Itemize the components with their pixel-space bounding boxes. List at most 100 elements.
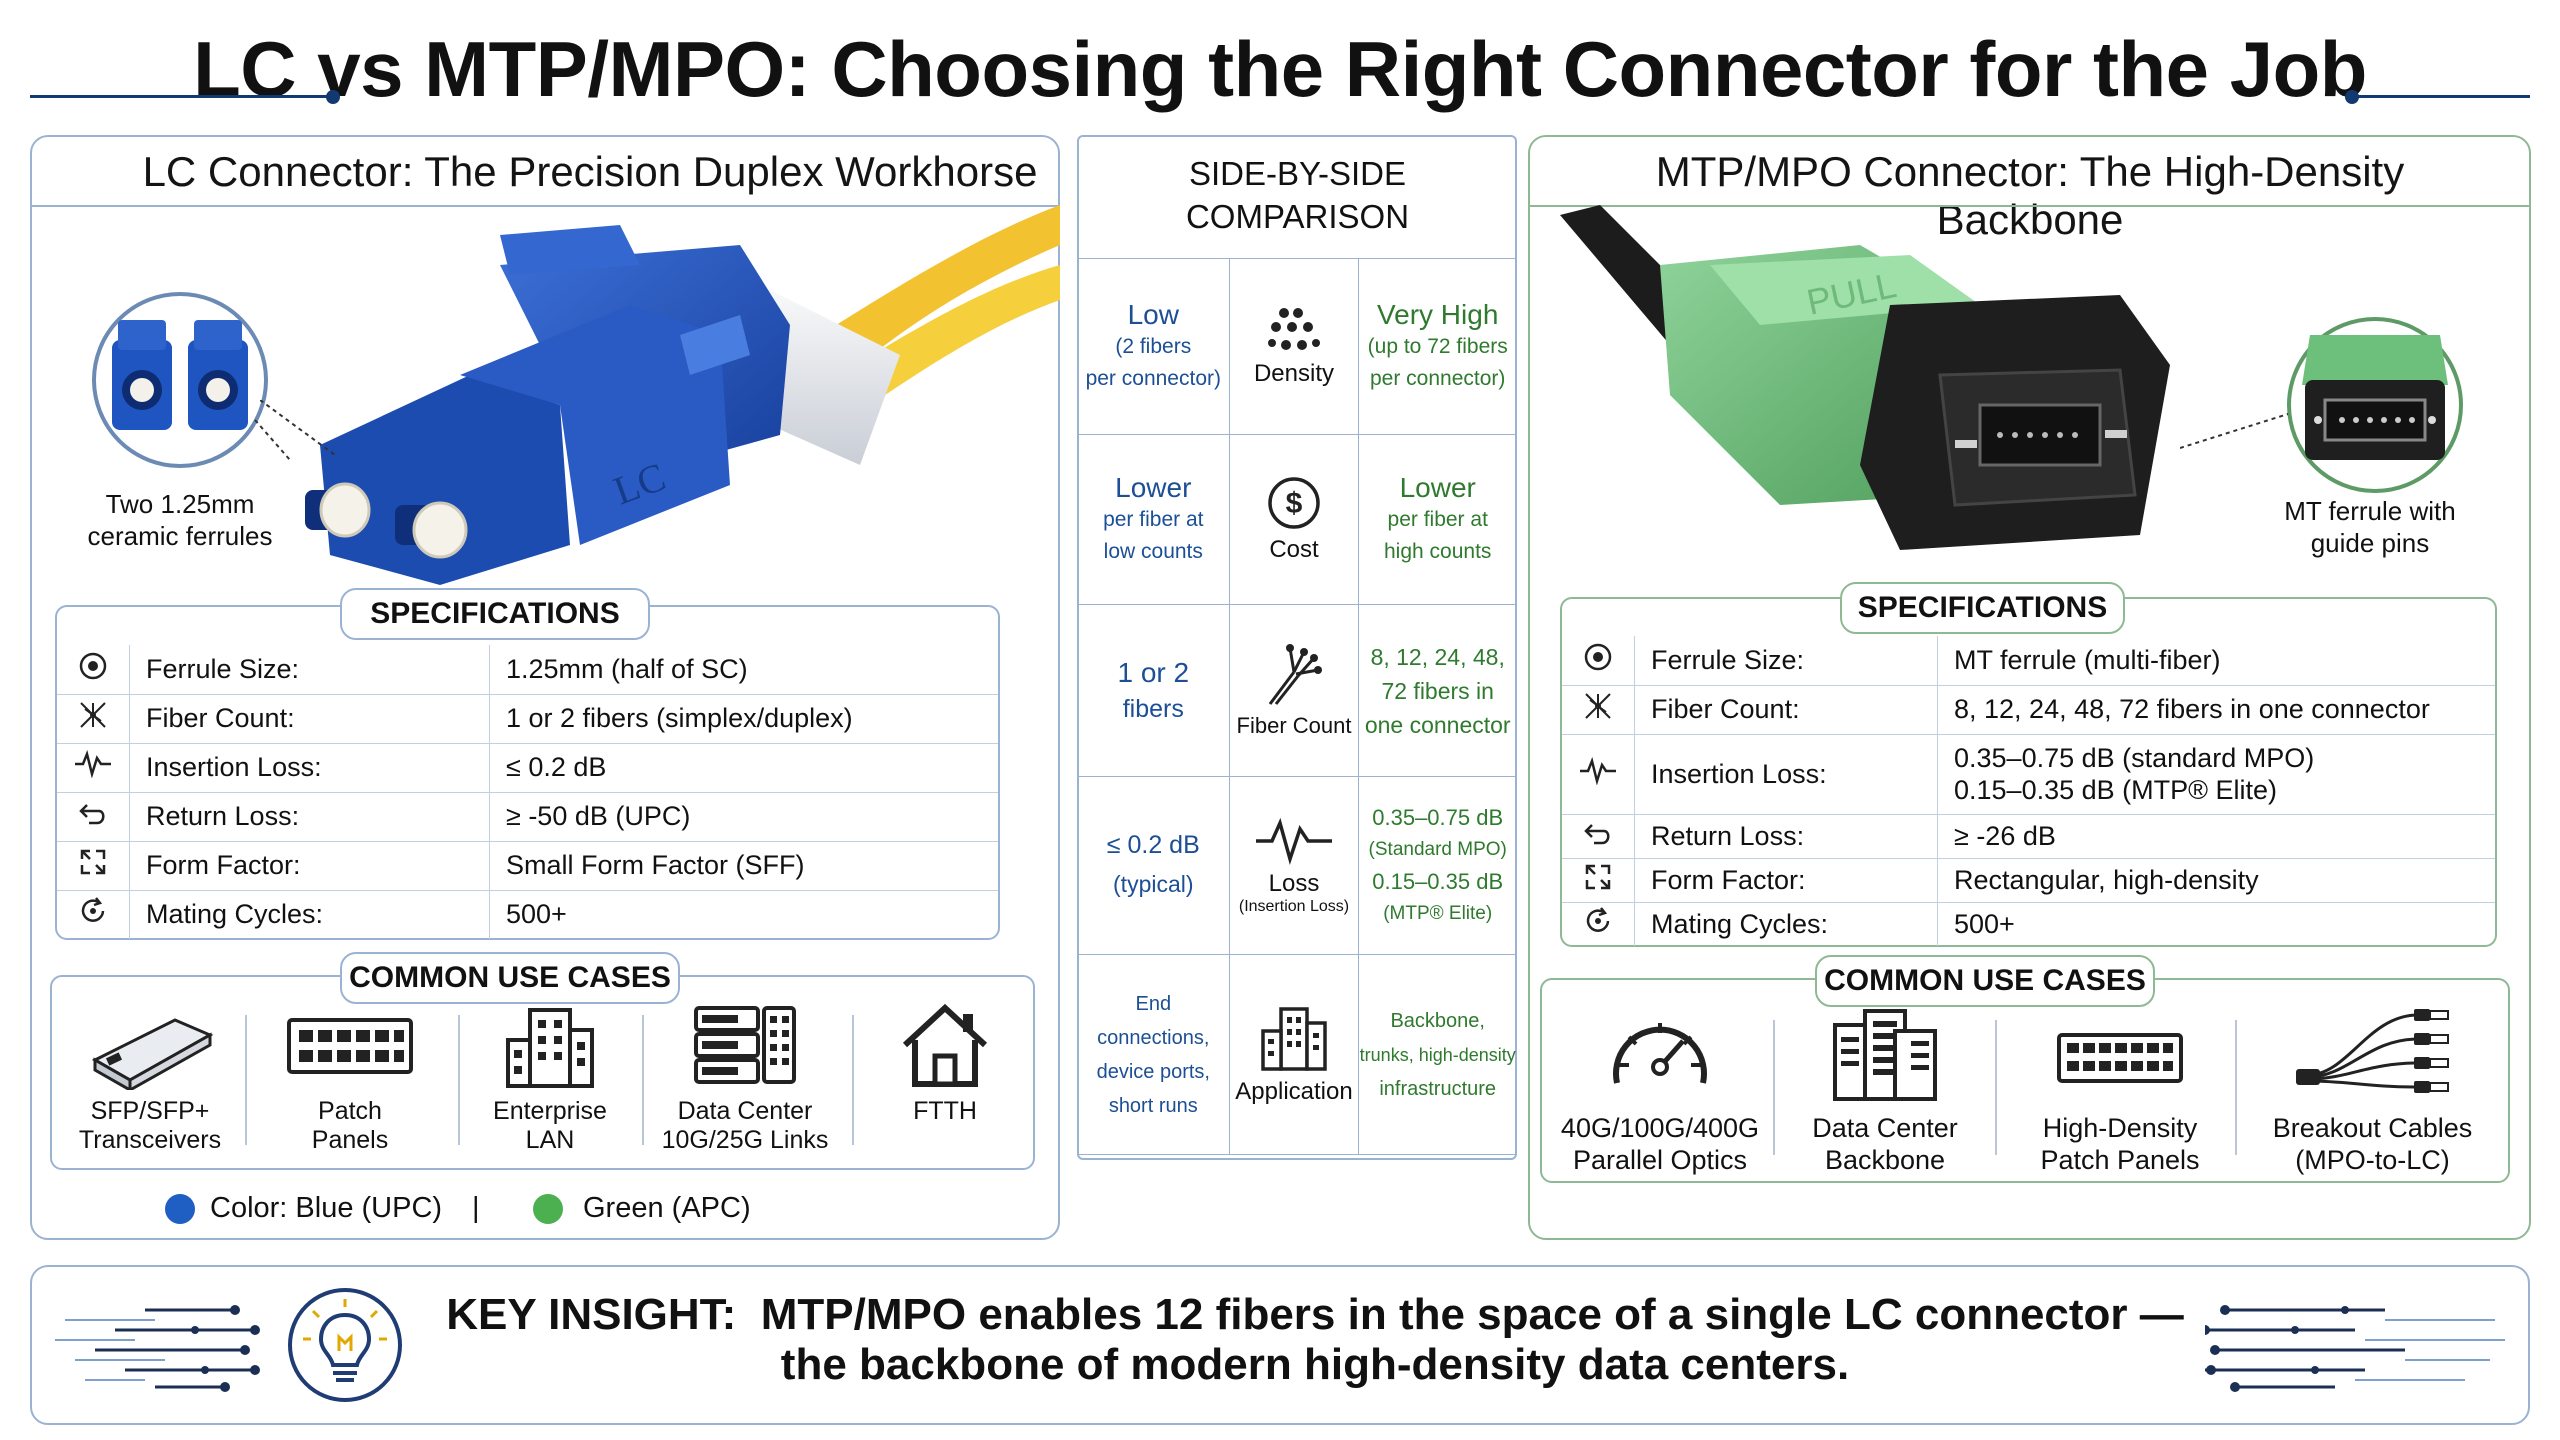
comparison-row: 1 or 2 fibers Fiber Count 8, 12, 24, 48,…: [1077, 604, 1517, 777]
table-row: Ferrule Size: 1.25mm (half of SC): [57, 645, 998, 695]
comparison-mtp-main: Lower: [1399, 471, 1476, 503]
table-row: Ferrule Size: MT ferrule (multi-fiber): [1562, 636, 2495, 686]
comparison-lc-main: Low: [1127, 298, 1179, 330]
comparison-lc-cell: Low (2 fibers per connector): [1077, 258, 1230, 435]
use-case-breakout: Breakout Cables (MPO-to-LC): [2245, 1005, 2500, 1176]
comparison-metric-cell: Loss (Insertion Loss): [1228, 776, 1360, 955]
use-case-hd-panels: High-Density Patch Panels: [2005, 1005, 2235, 1176]
mtp-inset-caption-line2: guide pins: [2310, 528, 2430, 558]
comparison-mtp-sub: (up to 72 fibers: [1367, 334, 1508, 358]
comparison-lc-cell: End connections, device ports, short run…: [1077, 954, 1230, 1155]
mtp-specs-table: Ferrule Size: MT ferrule (multi-fiber) F…: [1562, 636, 2495, 946]
lc-inset-caption: Two 1.25mm ceramic ferrules: [70, 488, 290, 552]
comparison-mtp-sub: (Standard MPO): [1368, 838, 1507, 860]
title-rule-right: [2355, 95, 2530, 98]
comparison-mtp-sub: 0.15–0.35 dB: [1372, 868, 1504, 894]
lc-uses-title: COMMON USE CASES: [340, 952, 680, 1004]
spec-value: MT ferrule (multi-fiber): [1937, 636, 2495, 686]
house-icon: [902, 1003, 988, 1087]
mtp-inset-caption: MT ferrule with guide pins: [2250, 495, 2490, 559]
use-case-enterprise-lan: Enterprise LAN: [460, 1000, 640, 1155]
use-divider: [2235, 1020, 2237, 1155]
spec-label: Return Loss:: [129, 792, 490, 842]
comparison-mtp-sub: one connector: [1364, 711, 1511, 738]
use-case-parallel-optics: 40G/100G/400G Parallel Optics: [1550, 1005, 1770, 1176]
spec-value: 1 or 2 fibers (simplex/duplex): [489, 694, 998, 744]
comparison-metric-label: Fiber Count: [1236, 713, 1352, 738]
title-rule-left-dot: [326, 90, 340, 104]
comparison-mtp-cell: Lower per fiber at high counts: [1358, 434, 1517, 605]
hd-panel-icon: [2057, 1033, 2183, 1083]
comparison-metric-label: Application: [1235, 1078, 1353, 1105]
use-case-label-1: Patch: [318, 1097, 382, 1125]
table-row: Insertion Loss: 0.35–0.75 dB (standard M…: [1562, 734, 2495, 815]
circuit-decoration-left: [55, 1305, 260, 1392]
mtp-inset-caption-line1: MT ferrule with: [2284, 496, 2456, 526]
spec-value-cell: 0.35–0.75 dB (standard MPO) 0.15–0.35 dB…: [1937, 734, 2495, 815]
lightbulb-icon: [288, 1288, 402, 1402]
gauge-icon: [1613, 1023, 1707, 1084]
comparison-heading: SIDE-BY-SIDE COMPARISON: [1080, 152, 1515, 238]
use-divider: [642, 1015, 644, 1145]
waveform-icon: [57, 743, 130, 793]
spec-value: Small Form Factor (SFF): [489, 841, 998, 891]
lc-heading-rule: [32, 205, 1058, 207]
transceiver-icon: [91, 1018, 214, 1093]
page-title: LC vs MTP/MPO: Choosing the Right Connec…: [193, 25, 2367, 113]
comparison-lc-cell: 1 or 2 fibers: [1077, 604, 1230, 777]
comparison-mtp-cell: Very High (up to 72 fibers per connector…: [1358, 258, 1517, 435]
comparison-metric-sublabel: (Insertion Loss): [1238, 898, 1350, 915]
key-insight-banner: [30, 1265, 2530, 1425]
spec-value: ≥ -50 dB (UPC): [489, 792, 998, 842]
comparison-lc-sub: (2 fibers: [1115, 334, 1192, 358]
spec-value: ≤ 0.2 dB: [489, 743, 998, 793]
expand-icon: [1562, 858, 1635, 903]
fiber-count-icon: [1268, 644, 1322, 705]
comparison-metric-label: Density: [1253, 360, 1334, 387]
key-insight-line2: the backbone of modern high-density data…: [780, 1340, 1850, 1389]
comparison-mtp-sub: per connector): [1370, 366, 1506, 390]
use-case-label-1: Breakout Cables: [2272, 1113, 2473, 1143]
spec-label: Form Factor:: [1634, 858, 1938, 903]
use-case-label-2: (MPO-to-LC): [2295, 1145, 2450, 1175]
use-case-label-2: Transceivers: [78, 1126, 222, 1154]
comparison-heading-line2: COMPARISON: [1185, 198, 1410, 235]
lc-heading: LC Connector: The Precision Duplex Workh…: [142, 148, 1038, 195]
lc-inset-caption-line1: Two 1.25mm: [105, 489, 255, 519]
comparison-lc-sub: per fiber at: [1103, 507, 1204, 531]
mtp-heading-rule: [1530, 205, 2529, 207]
comparison-lc-sub: End connections,: [1097, 992, 1210, 1049]
title-rule-right-dot: [2345, 90, 2359, 104]
use-divider: [458, 1015, 460, 1145]
use-divider: [852, 1015, 854, 1145]
use-case-label-1: Data Center: [677, 1097, 813, 1125]
comparison-lc-sub: short runs: [1108, 1094, 1198, 1117]
use-case-label-1: High-Density: [2042, 1113, 2198, 1143]
fiber-bundle-icon: [57, 694, 130, 744]
spec-label: Ferrule Size:: [1634, 636, 1938, 686]
table-row: Mating Cycles: 500+: [57, 890, 998, 939]
use-case-label-1: FTTH: [913, 1097, 977, 1125]
lc-specs-table: Ferrule Size: 1.25mm (half of SC) Fiber …: [57, 645, 998, 939]
spec-label: Mating Cycles:: [129, 890, 490, 939]
spec-value: 0.35–0.75 dB (standard MPO): [1954, 743, 2315, 773]
mtp-heading: MTP/MPO Connector: The High-Density Back…: [1655, 148, 2405, 243]
spec-label: Form Factor:: [129, 841, 490, 891]
use-case-label-2: 10G/25G Links: [661, 1126, 829, 1154]
comparison-metric-cell: $ Cost: [1228, 434, 1360, 605]
use-case-label-2: Panels: [311, 1126, 389, 1154]
legend-green-dot: [533, 1194, 563, 1224]
spec-value: 500+: [506, 899, 567, 930]
use-case-label-1: SFP/SFP+: [90, 1097, 210, 1125]
spec-value: 8, 12, 24, 48, 72 fibers in one connecto…: [1937, 685, 2495, 735]
target-icon: [1562, 636, 1635, 686]
key-insight-label: KEY INSIGHT:: [446, 1290, 737, 1339]
spec-label: Insertion Loss:: [129, 743, 490, 793]
mtp-connector-image: PULL: [1560, 205, 2170, 550]
spec-value-secondary: 0.15–0.35 dB (MTP® Elite): [1954, 775, 2278, 805]
comparison-metric-cell: Density: [1228, 258, 1360, 435]
comparison-mtp-cell: 8, 12, 24, 48, 72 fibers in one connecto…: [1358, 604, 1517, 777]
application-icon: [1261, 1007, 1327, 1071]
legend-blue-label: Color: Blue (UPC): [210, 1192, 443, 1224]
comparison-mtp-cell: 0.35–0.75 dB (Standard MPO) 0.15–0.35 dB…: [1358, 776, 1517, 955]
